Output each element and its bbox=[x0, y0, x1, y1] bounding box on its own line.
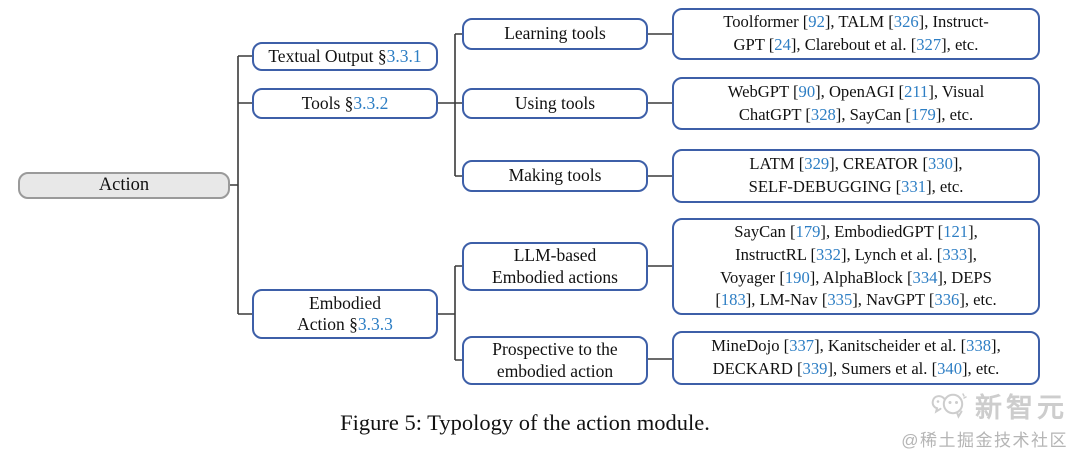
leaf-text-line: [183], LM-Nav [335], NavGPT [336], etc. bbox=[715, 290, 997, 310]
citation-number: 333 bbox=[942, 244, 968, 264]
citation-number: 332 bbox=[816, 244, 841, 264]
node-label-line2: embodied action bbox=[496, 360, 614, 381]
citation-number: 211 bbox=[904, 81, 929, 101]
citation-number: 340 bbox=[937, 359, 963, 378]
citation-number: 335 bbox=[827, 290, 853, 310]
node-label-line1: Prospective to the bbox=[492, 339, 618, 360]
citation-number: 326 bbox=[893, 12, 919, 32]
leaf-text-line: LATM [329], CREATOR [330], bbox=[749, 154, 963, 174]
leaf-prospective-refs: MineDojo [337], Kanitscheider et al. [33… bbox=[672, 331, 1040, 385]
leaf-text-line: MineDojo [337], Kanitscheider et al. [33… bbox=[711, 336, 1001, 356]
citation-number: 90 bbox=[798, 81, 816, 101]
watermark: 新智元 @稀土掘金技术社区 bbox=[901, 386, 1068, 451]
leaf-making-tools-refs: LATM [329], CREATOR [330], SELF-DEBUGGIN… bbox=[672, 149, 1040, 203]
node-label: Tools §3.3.2 bbox=[302, 93, 389, 114]
leaf-text-line: DECKARD [339], Sumers et al. [340], etc. bbox=[712, 359, 1000, 378]
section-number: 3.3.3 bbox=[357, 314, 393, 334]
citation-number: 330 bbox=[927, 154, 953, 174]
node-label: Making tools bbox=[508, 165, 602, 186]
citation-number: 331 bbox=[901, 177, 927, 196]
leaf-llm-embodied-refs: SayCan [179], EmbodiedGPT [121], Instruc… bbox=[672, 218, 1040, 315]
node-prospective-embodied: Prospective to the embodied action bbox=[462, 336, 648, 385]
node-label-line2: Embodied actions bbox=[492, 266, 618, 287]
node-learning-tools: Learning tools bbox=[462, 18, 648, 50]
citation-number: 329 bbox=[804, 154, 830, 174]
citation-number: 183 bbox=[720, 290, 746, 310]
leaf-text-line: WebGPT [90], OpenAGI [211], Visual bbox=[727, 81, 985, 101]
citation-number: 338 bbox=[966, 336, 992, 356]
node-label-text: Action § bbox=[297, 314, 358, 334]
citation-number: 179 bbox=[795, 221, 821, 241]
node-label-text: Textual Output § bbox=[268, 45, 387, 66]
watermark-brand: 新智元 bbox=[975, 393, 1068, 423]
node-embodied-action: Embodied Action §3.3.3 bbox=[252, 289, 438, 339]
citation-number: 24 bbox=[774, 35, 791, 54]
leaf-text-line: Voyager [190], AlphaBlock [334], DEPS bbox=[720, 267, 992, 287]
leaf-text-line: SELF-DEBUGGING [331], etc. bbox=[748, 177, 964, 196]
connector-lines bbox=[230, 33, 672, 361]
citation-number: 334 bbox=[912, 267, 938, 287]
node-llm-embodied-actions: LLM-based Embodied actions bbox=[462, 242, 648, 291]
chat-bubbles-icon bbox=[930, 391, 968, 421]
node-label: Action bbox=[98, 175, 150, 196]
leaf-text-line: SayCan [179], EmbodiedGPT [121], bbox=[734, 221, 978, 241]
node-label-line2: Action §3.3.3 bbox=[297, 314, 393, 335]
node-label: Textual Output §3.3.1 bbox=[268, 46, 421, 67]
citation-number: 339 bbox=[802, 359, 828, 378]
watermark-handle: @稀土掘金技术社区 bbox=[901, 431, 1068, 450]
section-number: 3.3.1 bbox=[386, 45, 422, 66]
leaf-using-tools-refs: WebGPT [90], OpenAGI [211], Visual ChatG… bbox=[672, 77, 1040, 130]
leaf-text-line: ChatGPT [328], SayCan [179], etc. bbox=[738, 104, 974, 124]
figure-caption: Figure 5: Typology of the action module. bbox=[340, 410, 710, 435]
node-label: Learning tools bbox=[504, 23, 606, 44]
node-label-line1: Embodied bbox=[309, 292, 381, 313]
citation-number: 179 bbox=[910, 104, 936, 124]
citation-number: 328 bbox=[810, 104, 836, 124]
citation-number: 190 bbox=[784, 267, 810, 287]
node-using-tools: Using tools bbox=[462, 88, 648, 119]
leaf-text-line: Toolformer [92], TALM [326], Instruct- bbox=[723, 12, 989, 32]
leaf-text-line: InstructRL [332], Lynch et al. [333], bbox=[735, 244, 977, 264]
leaf-learning-tools-refs: Toolformer [92], TALM [326], Instruct- G… bbox=[672, 8, 1040, 60]
citation-number: 121 bbox=[943, 221, 969, 241]
citation-number: 327 bbox=[916, 35, 942, 54]
node-label-line1: LLM-based bbox=[513, 245, 597, 266]
citation-number: 336 bbox=[934, 290, 960, 310]
citation-number: 92 bbox=[808, 12, 825, 32]
node-making-tools: Making tools bbox=[462, 160, 648, 192]
node-action-root: Action bbox=[18, 172, 230, 199]
citation-number: 337 bbox=[789, 336, 815, 356]
node-textual-output: Textual Output §3.3.1 bbox=[252, 42, 438, 71]
node-label: Using tools bbox=[514, 92, 596, 113]
leaf-text-line: GPT [24], Clarebout et al. [327], etc. bbox=[733, 35, 979, 54]
node-label-text: Tools § bbox=[301, 92, 354, 113]
section-number: 3.3.2 bbox=[353, 92, 389, 113]
node-tools: Tools §3.3.2 bbox=[252, 88, 438, 119]
